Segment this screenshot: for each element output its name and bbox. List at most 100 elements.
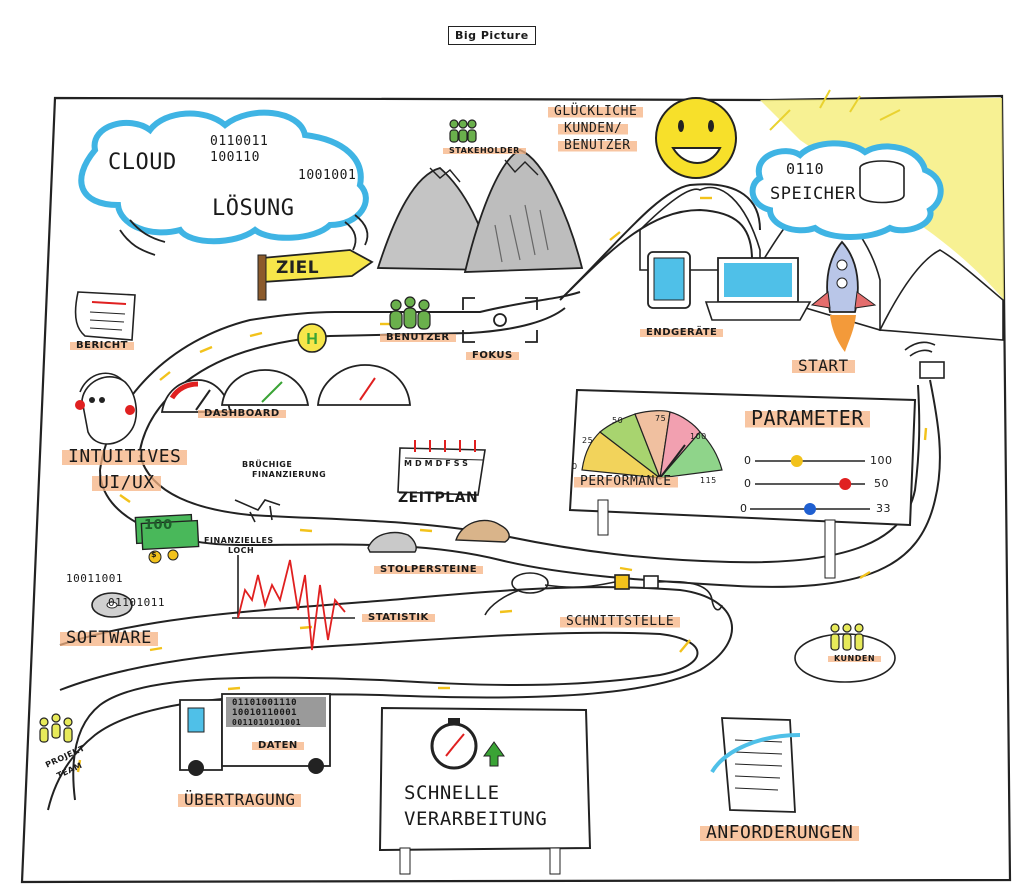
money-coin-symbol: $: [151, 550, 158, 559]
daten-binary-2: 10010110001: [232, 708, 298, 718]
label-statistik: STATISTIK: [362, 612, 435, 623]
processing-board: [378, 706, 592, 875]
database-icon: [859, 160, 905, 204]
project-team-icon: [39, 713, 73, 743]
slider-knob-1: [790, 455, 803, 467]
focus-icon: [462, 297, 538, 343]
label-kunden: KUNDEN: [828, 654, 882, 663]
plug-icon: [484, 572, 723, 616]
happy-sun-icon: [655, 97, 737, 179]
label-happy-2: KUNDEN/: [558, 121, 629, 136]
slider-3-min: 0: [740, 502, 748, 515]
label-stakeholder: STAKEHOLDER: [443, 146, 526, 155]
cloud-word-cloud: CLOUD: [108, 150, 177, 175]
cloud-binary-2: 100110: [210, 150, 260, 165]
label-verarbeitung-1: SCHNELLE: [404, 782, 500, 804]
label-benutzer: BENUTZER: [380, 332, 456, 343]
label-start: START: [792, 356, 855, 375]
daten-binary-1: 01101001110: [232, 698, 298, 708]
ziel-sign: [257, 249, 374, 301]
slider-1-min: 0: [744, 454, 752, 467]
signal-waves-left: [119, 214, 369, 256]
antenna-icon: [904, 341, 945, 379]
dashboard-gauges: [160, 364, 411, 413]
stumbling-stones-icon: [367, 519, 510, 553]
requirements-icon: [710, 717, 801, 813]
gauge-2: [220, 369, 310, 406]
money-icon: [134, 513, 200, 564]
green-badge-icon: [297, 323, 327, 353]
label-ziel: ZIEL: [276, 258, 320, 278]
slider-knob-2: [839, 478, 852, 490]
slider-3-max: 33: [876, 502, 891, 515]
label-uebertragung: ÜBERTRAGUNG: [178, 790, 302, 809]
label-schnittstelle: SCHNITTSTELLE: [560, 614, 681, 629]
statistics-icon: [232, 555, 355, 651]
speicher-binary: 0110: [786, 160, 825, 178]
label-happy-1: GLÜCKLICHE: [548, 104, 644, 119]
users-icon: [389, 296, 431, 330]
slider-1-max: 100: [870, 454, 893, 467]
gauge-3: [317, 364, 411, 406]
cloud-word-loesung: LÖSUNG: [212, 196, 295, 221]
perf-tick-100: 100: [690, 432, 707, 441]
label-finanzierung-2: FINANZIERUNG: [252, 470, 327, 479]
mountain-right: [878, 249, 1004, 341]
label-stolpersteine: STOLPERSTEINE: [374, 564, 484, 575]
label-happy-3: BENUTZER: [558, 138, 637, 153]
label-ux-2: UI/UX: [92, 472, 161, 493]
report-icon: [74, 291, 136, 341]
road-center-marks: [76, 196, 928, 773]
laptop-icon: [704, 257, 812, 321]
money-bill-value: 100: [144, 518, 173, 533]
slider-knobs: [790, 455, 852, 515]
label-loch-1: FINANZIELLES: [204, 536, 274, 545]
label-ux-1: INTUITIVES: [62, 446, 188, 467]
label-performance: PERFORMANCE: [574, 474, 678, 489]
label-parameter: PARAMETER: [745, 406, 870, 430]
mountain-mid: [639, 186, 761, 271]
label-daten: DATEN: [252, 740, 304, 751]
software-binary-2: 01101011: [108, 596, 165, 609]
slider-2-max: 50: [874, 477, 889, 490]
label-bericht: BERICHT: [70, 340, 134, 351]
label-dashboard: DASHBOARD: [198, 408, 286, 419]
perf-tick-0: 0: [572, 462, 578, 471]
ux-person-icon: [75, 372, 138, 445]
label-speicher: SPEICHER: [770, 184, 856, 204]
label-fokus: FOKUS: [466, 350, 519, 361]
stopwatch-icon: [430, 718, 478, 770]
label-endgeraete: ENDGERÄTE: [640, 327, 724, 338]
label-anforderungen: ANFORDERUNGEN: [700, 822, 860, 843]
green-badge-letter: H: [306, 331, 318, 348]
label-finanzierung-1: BRÜCHIGE: [242, 460, 293, 469]
cd-icon: [91, 592, 133, 618]
cloud-left: [78, 109, 369, 245]
label-verarbeitung-2: VERARBEITUNG: [404, 808, 548, 830]
label-software: SOFTWARE: [60, 628, 158, 648]
perf-tick-75: 75: [655, 414, 667, 423]
label-zeitplan: ZEITPLAN: [398, 490, 479, 506]
page-title: Big Picture: [448, 26, 536, 45]
up-arrow-icon: [483, 741, 505, 767]
software-binary-1: 10011001: [66, 572, 123, 585]
tablet-icon: [647, 251, 691, 309]
perf-tick-25: 25: [582, 436, 594, 445]
cloud-right: [749, 140, 944, 240]
truck-icon: [179, 693, 331, 776]
perf-tick-50: 50: [612, 416, 624, 425]
stakeholder-icon: [449, 119, 477, 143]
calendar-days: MDMDFSS: [404, 459, 471, 468]
rocket-icon: [810, 240, 877, 352]
performance-gauge: [581, 410, 723, 481]
label-loch-2: LOCH: [228, 546, 255, 555]
calendar-icon: [397, 440, 486, 496]
broken-finance-icon: [234, 499, 281, 523]
daten-binary-3: 0011010101001: [232, 718, 302, 727]
perf-tick-115: 115: [700, 476, 717, 485]
slider-knob-3: [804, 503, 816, 515]
slider-2-min: 0: [744, 477, 752, 490]
cloud-binary-3: 1001001: [298, 168, 357, 183]
cloud-binary-1: 0110011: [210, 134, 269, 149]
